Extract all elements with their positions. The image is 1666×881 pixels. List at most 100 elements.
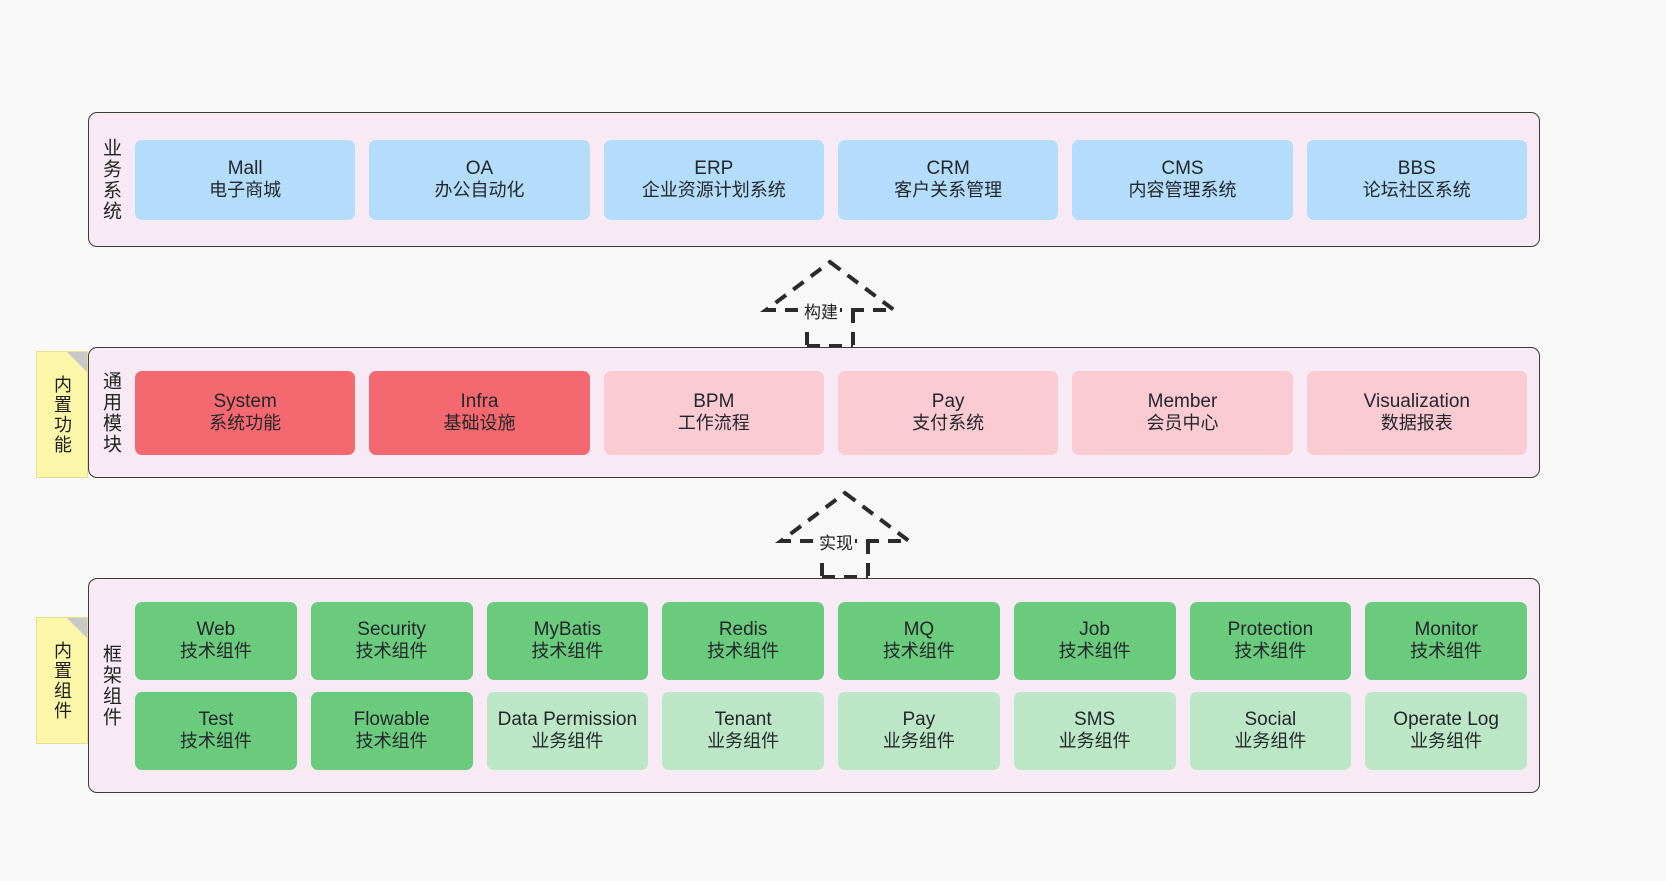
connector-build-label: 构建 [802, 298, 840, 323]
node-cms-name: CMS [1161, 157, 1204, 179]
node-bpm[interactable]: BPM 工作流程 [603, 370, 824, 455]
node-sms-desc: 业务组件 [1058, 731, 1131, 752]
layer-business-systems-body: Mall 电子商城 OA 办公自动化 ERP 企业资源计划系统 CRM 客户关系… [131, 113, 1539, 246]
node-operate-log[interactable]: Operate Log 业务组件 [1365, 691, 1527, 770]
note-builtin-features: 内置功能 [36, 351, 88, 478]
node-data-permission-desc: 业务组件 [531, 731, 604, 752]
node-crm-name: CRM [926, 157, 970, 179]
node-mq[interactable]: MQ 技术组件 [838, 601, 1000, 680]
node-redis[interactable]: Redis 技术组件 [662, 601, 824, 680]
node-web[interactable]: Web 技术组件 [135, 601, 297, 680]
node-pay-module-name: Pay [931, 390, 965, 412]
node-security[interactable]: Security 技术组件 [310, 601, 473, 680]
node-mall-desc: 电子商城 [209, 180, 282, 201]
node-cms-desc: 内容管理系统 [1128, 180, 1237, 201]
node-mq-name: MQ [903, 618, 935, 640]
layer-common-modules-title: 通用模块 [99, 370, 121, 455]
layer-business-systems: 业务系统 Mall 电子商城 OA 办公自动化 ERP 企业资源计划系统 CRM… [88, 112, 1540, 247]
note-builtin-components-label: 内置组件 [52, 640, 72, 721]
node-job[interactable]: Job 技术组件 [1013, 601, 1176, 680]
node-mybatis[interactable]: MyBatis 技术组件 [486, 601, 649, 680]
node-sms[interactable]: SMS 业务组件 [1013, 691, 1176, 770]
node-member[interactable]: Member 会员中心 [1072, 370, 1293, 455]
node-visualization-desc: 数据报表 [1380, 413, 1453, 434]
node-mybatis-desc: 技术组件 [531, 641, 604, 662]
layer-framework-components-title: 框架组件 [99, 643, 121, 728]
node-operate-log-name: Operate Log [1393, 708, 1499, 730]
node-mall-name: Mall [227, 157, 263, 179]
node-system[interactable]: System 系统功能 [135, 370, 356, 455]
node-pay-component[interactable]: Pay 业务组件 [838, 691, 1000, 770]
node-security-desc: 技术组件 [355, 641, 428, 662]
node-tenant-name: Tenant [714, 708, 772, 730]
node-data-permission-name: Data Permission [497, 708, 638, 730]
node-visualization-name: Visualization [1363, 390, 1470, 412]
node-social-name: Social [1244, 708, 1297, 730]
node-infra[interactable]: Infra 基础设施 [369, 370, 590, 455]
node-system-name: System [213, 390, 277, 412]
node-redis-name: Redis [718, 618, 768, 640]
node-data-permission[interactable]: Data Permission 业务组件 [486, 691, 649, 770]
node-protection-desc: 技术组件 [1234, 641, 1307, 662]
node-protection-name: Protection [1227, 618, 1314, 640]
node-pay-component-desc: 业务组件 [882, 731, 955, 752]
node-operate-log-desc: 业务组件 [1410, 731, 1483, 752]
connector-build: 构建 [755, 256, 905, 348]
node-tenant-desc: 业务组件 [707, 731, 780, 752]
business-node-row: Mall 电子商城 OA 办公自动化 ERP 企业资源计划系统 CRM 客户关系… [135, 139, 1527, 220]
node-pay-module-desc: 支付系统 [912, 413, 985, 434]
node-security-name: Security [357, 618, 426, 640]
node-cms[interactable]: CMS 内容管理系统 [1072, 139, 1293, 220]
node-web-name: Web [196, 618, 236, 640]
node-web-desc: 技术组件 [179, 641, 252, 662]
note-builtin-components: 内置组件 [36, 617, 88, 744]
node-mq-desc: 技术组件 [882, 641, 955, 662]
node-flowable-desc: 技术组件 [355, 731, 428, 752]
framework-node-rows: Web 技术组件 Security 技术组件 MyBatis 技术组件 Redi… [135, 601, 1527, 770]
layer-framework-components-body: Web 技术组件 Security 技术组件 MyBatis 技术组件 Redi… [131, 579, 1539, 792]
node-pay-component-name: Pay [902, 708, 936, 730]
node-sms-name: SMS [1074, 708, 1116, 730]
node-job-desc: 技术组件 [1058, 641, 1131, 662]
node-infra-desc: 基础设施 [443, 413, 516, 434]
node-system-desc: 系统功能 [209, 413, 282, 434]
node-test[interactable]: Test 技术组件 [135, 691, 297, 770]
node-oa-name: OA [465, 157, 494, 179]
node-mybatis-name: MyBatis [533, 618, 602, 640]
note-builtin-features-label: 内置功能 [52, 374, 72, 455]
node-pay-module[interactable]: Pay 支付系统 [837, 370, 1059, 455]
layer-framework-components: 框架组件 Web 技术组件 Security 技术组件 MyBatis 技术组件 [88, 578, 1540, 793]
module-node-row: System 系统功能 Infra 基础设施 BPM 工作流程 Pay 支付系统… [135, 370, 1527, 455]
node-protection[interactable]: Protection 技术组件 [1189, 601, 1352, 680]
node-oa-desc: 办公自动化 [434, 180, 525, 201]
node-oa[interactable]: OA 办公自动化 [369, 139, 590, 220]
connector-implement: 实现 [770, 487, 920, 579]
node-member-name: Member [1147, 390, 1218, 412]
node-bpm-desc: 工作流程 [677, 413, 750, 434]
node-redis-desc: 技术组件 [707, 641, 780, 662]
node-flowable-name: Flowable [353, 708, 430, 730]
node-erp[interactable]: ERP 企业资源计划系统 [603, 139, 824, 220]
node-job-name: Job [1079, 618, 1110, 640]
framework-node-row-2: Test 技术组件 Flowable 技术组件 Data Permission … [135, 691, 1527, 770]
node-erp-desc: 企业资源计划系统 [641, 180, 786, 201]
node-test-desc: 技术组件 [179, 731, 252, 752]
node-mall[interactable]: Mall 电子商城 [135, 139, 356, 220]
node-crm[interactable]: CRM 客户关系管理 [837, 139, 1059, 220]
node-monitor-name: Monitor [1414, 618, 1478, 640]
node-test-name: Test [198, 708, 234, 730]
node-bbs[interactable]: BBS 论坛社区系统 [1306, 139, 1527, 220]
node-crm-desc: 客户关系管理 [894, 180, 1003, 201]
node-bbs-desc: 论坛社区系统 [1362, 180, 1471, 201]
node-erp-name: ERP [694, 157, 734, 179]
node-tenant[interactable]: Tenant 业务组件 [662, 691, 824, 770]
node-social[interactable]: Social 业务组件 [1189, 691, 1352, 770]
node-member-desc: 会员中心 [1146, 413, 1219, 434]
node-monitor-desc: 技术组件 [1410, 641, 1483, 662]
node-visualization[interactable]: Visualization 数据报表 [1306, 370, 1527, 455]
node-social-desc: 业务组件 [1234, 731, 1307, 752]
node-bbs-name: BBS [1397, 157, 1436, 179]
node-monitor[interactable]: Monitor 技术组件 [1365, 601, 1527, 680]
node-flowable[interactable]: Flowable 技术组件 [310, 691, 473, 770]
